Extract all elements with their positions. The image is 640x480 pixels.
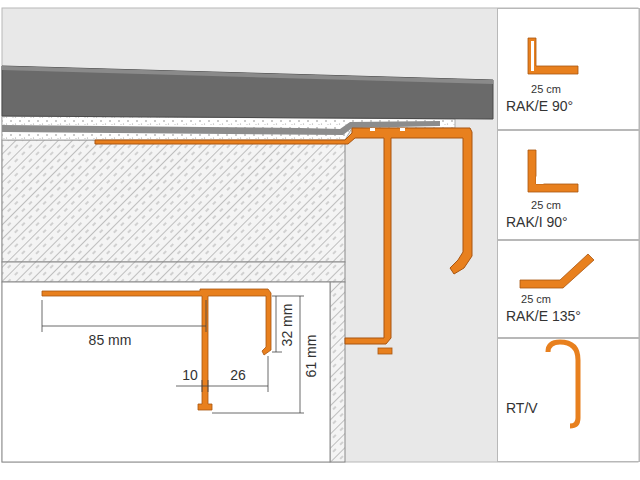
length-label: 25 cm: [521, 293, 551, 305]
dimension-lines-part: [268, 356, 269, 392]
corner-icons-part: [531, 41, 534, 71]
dimension-lines-part: [276, 296, 277, 352]
wall-structure-part: [2, 282, 330, 462]
background-part: [2, 8, 638, 462]
profile-section-part: [42, 289, 271, 410]
tile: [2, 66, 493, 119]
wall-structure-part: [330, 282, 345, 462]
wall-structure: [2, 140, 345, 462]
dimension-lines-part: [42, 300, 43, 332]
dimension-lines-part: [212, 413, 304, 414]
profile-variant-cell: RT/V: [497, 338, 640, 462]
corner-icons-part: [536, 176, 544, 184]
dimension-lines-part: [42, 326, 206, 327]
edge-profile-part: [400, 128, 405, 131]
profile-code: RAK/I 90°: [506, 215, 568, 230]
profile-variant-cell: 25 cm RAK/I 90°: [497, 130, 640, 240]
profile-code: RAK/E 135°: [506, 309, 581, 324]
rtv-icon: [548, 342, 578, 426]
dimension-lines-part: [176, 386, 268, 387]
profile-code: RAK/E 90°: [506, 99, 573, 114]
dimension-lines-part: [300, 296, 301, 413]
edge-profile-part: [370, 128, 375, 131]
dimension-lines-part: [208, 380, 209, 392]
edge-profile-part: [378, 348, 392, 354]
dimension-label: 26: [230, 368, 246, 383]
background-part: [497, 8, 638, 462]
dimension-label: 85 mm: [89, 333, 132, 348]
dimension-lines-part: [272, 296, 304, 297]
dimension-lines-part: [202, 380, 203, 392]
dimension-lines-part: [206, 300, 207, 332]
wall-structure-part: [2, 140, 345, 262]
dimension-lines: [42, 296, 304, 413]
profile-variant-cell: 25 cm RAK/E 135°: [497, 240, 640, 338]
length-label: 25 cm: [531, 199, 561, 211]
corner-icons: [520, 38, 594, 288]
profile-section: [42, 289, 271, 410]
profile-code: RT/V: [506, 401, 538, 416]
corner-icons-part: [528, 150, 578, 192]
rtv-icon-part: [548, 342, 578, 426]
dimension-lines-part: [272, 352, 282, 353]
dimension-label: 32 mm: [280, 304, 295, 347]
tile-part: [2, 66, 493, 84]
profile-variant-cell: 25 cm RAK/E 90°: [497, 8, 640, 130]
corner-icons-part: [528, 38, 578, 74]
dimension-label: 61 mm: [304, 335, 319, 378]
background: [2, 8, 638, 462]
corner-icons-part: [520, 254, 594, 288]
dimension-label: 10: [182, 368, 198, 383]
wall-structure-part: [2, 262, 345, 282]
edge-profile: [95, 128, 472, 354]
tile-part: [2, 66, 493, 119]
length-label: 25 cm: [531, 83, 561, 95]
